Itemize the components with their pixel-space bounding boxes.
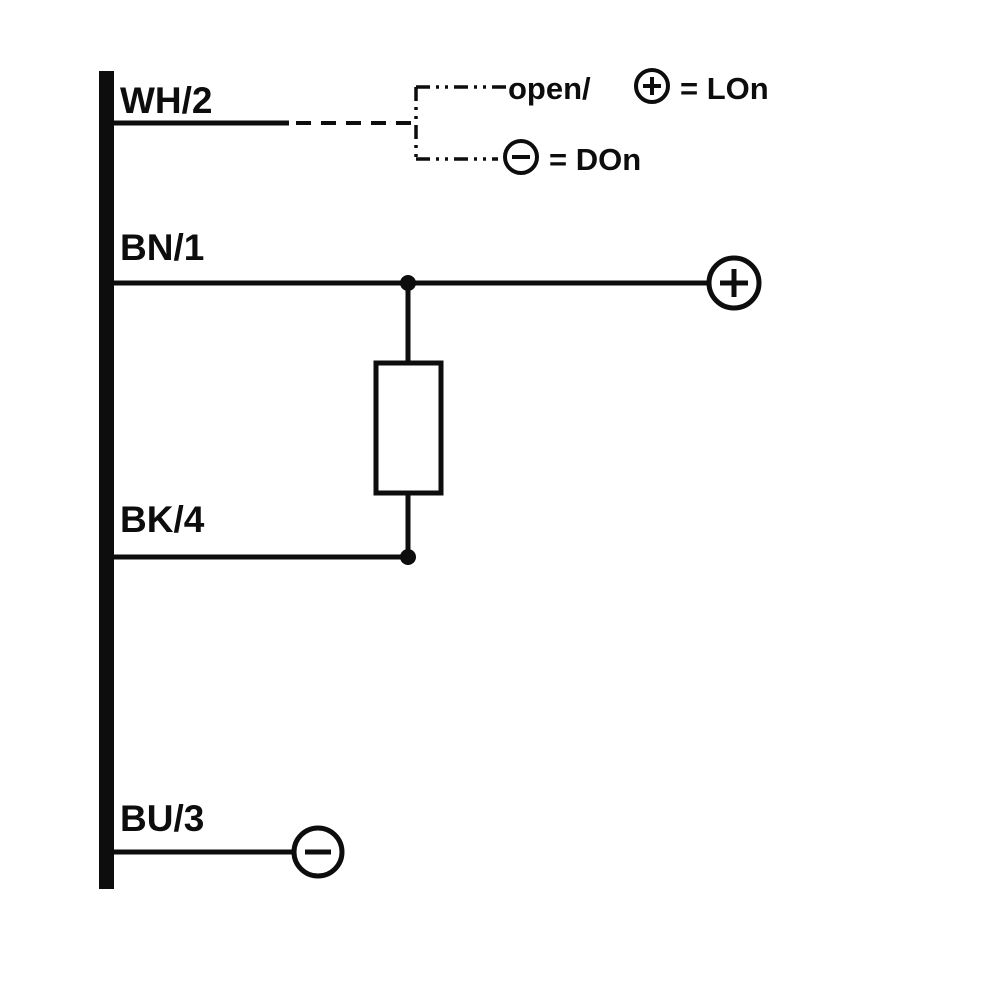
- wire-bn1-label: BN/1: [120, 227, 204, 268]
- plus-circle-icon: [634, 68, 670, 104]
- negative-terminal-icon: [291, 825, 345, 879]
- wire-wh2-label: WH/2: [120, 80, 213, 121]
- wire-bu3-label: BU/3: [120, 798, 204, 839]
- lon-label: = LOn: [680, 71, 769, 106]
- junction-dot-bottom: [400, 549, 416, 565]
- don-label: = DOn: [549, 142, 641, 177]
- open-label: open/: [508, 71, 591, 106]
- minus-circle-icon: [503, 139, 539, 175]
- device-terminal-bar: [99, 71, 114, 889]
- load-resistor: [373, 360, 444, 496]
- positive-terminal-icon: [706, 255, 762, 311]
- wire-bk4-label: BK/4: [120, 499, 205, 540]
